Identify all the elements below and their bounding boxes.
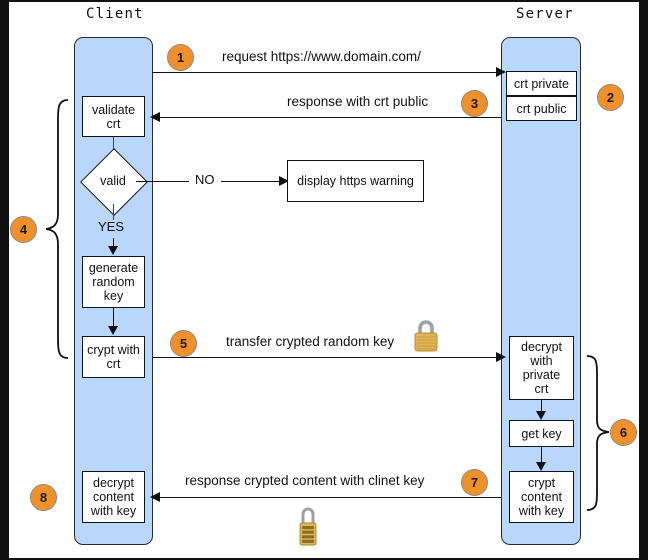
client-decision-valid: valid	[80, 148, 148, 216]
decision-yes-line-lower	[113, 238, 114, 249]
client-box-validate-crt: validate crt	[82, 96, 145, 137]
decision-label: valid	[100, 174, 126, 188]
connector-validate-to-decision	[113, 137, 114, 157]
client-box-generate-line3: key	[103, 289, 124, 303]
step-badge-4: 4	[10, 216, 37, 243]
client-box-validate-crt-line1: validate	[91, 102, 136, 117]
server-box-crypt-line2: content	[520, 490, 562, 504]
server-box-crt-private-label: crt private	[514, 76, 569, 91]
decision-yes-label: YES	[98, 219, 125, 234]
message-7-label: response crypted content with clinet key	[185, 473, 425, 488]
server-brace-group-6	[586, 355, 610, 511]
client-box-decrypt-content: decrypt content with key	[82, 471, 145, 523]
step-badge-5: 5	[170, 330, 197, 357]
connector-decrypt-to-getkey	[541, 400, 542, 414]
decision-no-label: NO	[189, 172, 221, 187]
connector-generate-to-crypt	[113, 308, 114, 329]
decision-yes-line-upper	[113, 204, 114, 220]
message-3-label: response with crt public	[287, 94, 429, 109]
server-box-get-key: get key	[509, 420, 574, 447]
server-box-decrypt-line4: crt	[534, 382, 549, 396]
step-badge-2: 2	[597, 84, 624, 111]
server-box-decrypt-line1: decrypt	[521, 340, 562, 354]
server-box-crt-public-label: crt public	[516, 101, 567, 116]
connector-getkey-to-crypt-arrowhead	[536, 462, 546, 471]
client-box-crypt-line1: crypt with	[87, 343, 140, 357]
message-5-arrowhead	[496, 352, 506, 362]
client-box-decrypt-line2: content	[92, 490, 134, 504]
server-box-crypt-line1: crypt	[527, 476, 556, 490]
step-badge-8: 8	[30, 484, 57, 511]
step-badge-7: 7	[461, 469, 488, 496]
server-column-header: Server	[516, 6, 574, 22]
message-3-line	[156, 117, 501, 118]
display-https-warning-box: display https warning	[287, 160, 424, 202]
client-box-decrypt-line3: with key	[90, 504, 137, 518]
client-column-header: Client	[86, 6, 144, 22]
client-brace-group-4	[45, 99, 69, 359]
server-box-get-key-label: get key	[521, 426, 562, 441]
step-badge-1: 1	[167, 44, 194, 71]
server-box-decrypt-private: decrypt with private crt	[509, 336, 574, 400]
client-box-validate-crt-line2: crt	[106, 116, 121, 131]
server-box-crt-public: crt public	[506, 96, 577, 121]
message-1-arrowhead	[496, 67, 506, 77]
display-https-warning-label: display https warning	[297, 174, 414, 188]
message-1-label: request https://www.domain.com/	[222, 49, 421, 64]
message-7-line	[156, 497, 501, 498]
decision-no-arrowhead	[279, 176, 289, 186]
message-5-line	[153, 357, 498, 358]
message-7-arrowhead	[150, 492, 160, 502]
step-badge-3: 3	[461, 90, 488, 117]
server-box-crypt-content: crypt content with key	[509, 471, 574, 523]
connector-decrypt-to-getkey-arrowhead	[536, 411, 546, 420]
client-box-crypt-with-crt: crypt with crt	[82, 336, 145, 378]
message-5-label: transfer crypted random key	[226, 334, 395, 349]
client-box-generate-line2: random	[92, 275, 135, 289]
connector-generate-to-crypt-arrowhead	[108, 326, 118, 335]
server-box-crypt-line3: with key	[518, 504, 565, 518]
client-box-crypt-line2: crt	[106, 357, 121, 371]
client-box-generate-line1: generate	[88, 261, 139, 275]
server-box-crt-private: crt private	[506, 71, 577, 96]
padlock-icon	[414, 320, 438, 352]
client-box-decrypt-line1: decrypt	[93, 476, 134, 490]
server-box-decrypt-line3: private	[522, 368, 561, 382]
decision-yes-arrowhead	[108, 246, 118, 255]
message-3-arrowhead	[150, 112, 160, 122]
connector-getkey-to-crypt	[541, 447, 542, 465]
combination-padlock-icon	[299, 507, 317, 546]
client-box-generate-random-key: generate random key	[82, 256, 145, 308]
step-badge-6: 6	[610, 419, 637, 446]
server-box-decrypt-line2: with	[530, 354, 553, 368]
message-1-line	[153, 72, 498, 73]
